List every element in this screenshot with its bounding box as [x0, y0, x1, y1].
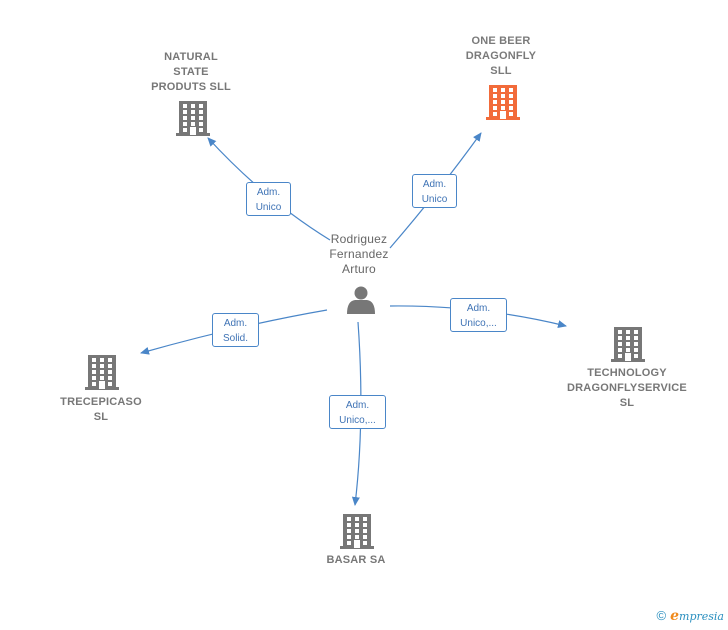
building-icon-onebeer — [486, 85, 520, 120]
relation-label-onebeer: Adm. Unico — [412, 174, 457, 208]
brand-footer[interactable]: ©empresia — [657, 608, 724, 624]
relation-label-technology: Adm. Unico,... — [450, 298, 507, 332]
company-label-technology[interactable]: TECHNOLOGY DRAGONFLYSERVICE SL — [567, 367, 687, 409]
brand-logo-initial: e — [670, 608, 680, 624]
company-label-natural[interactable]: NATURAL STATE PRODUTS SLL — [151, 51, 231, 93]
relation-label-natural: Adm. Unico — [246, 182, 291, 216]
brand-logo-text: mpresia — [679, 610, 724, 623]
person-label[interactable]: Rodriguez Fernandez Arturo — [329, 232, 389, 276]
person-icon — [347, 286, 375, 314]
relation-label-trecepicaso: Adm. Solid. — [212, 313, 259, 347]
building-icon-basar — [340, 514, 374, 549]
building-icon-technology — [611, 327, 645, 362]
building-icon-natural — [176, 101, 210, 136]
company-label-trecepicaso[interactable]: TRECEPICASO SL — [60, 396, 142, 423]
building-icon-trecepicaso — [85, 355, 119, 390]
relation-label-basar: Adm. Unico,... — [329, 395, 386, 429]
copyright-icon: © — [656, 608, 667, 623]
company-label-basar[interactable]: BASAR SA — [326, 554, 386, 566]
company-label-onebeer[interactable]: ONE BEER DRAGONFLY SLL — [465, 35, 537, 77]
